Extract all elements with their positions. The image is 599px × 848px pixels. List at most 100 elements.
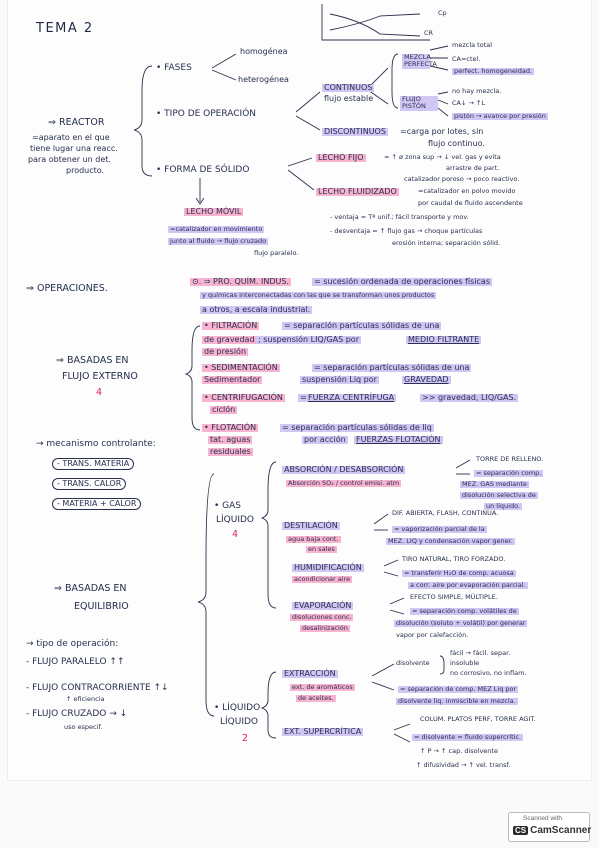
continuos-sub: flujo estable — [324, 94, 374, 103]
absorcion-r2: = separación comp. — [474, 469, 544, 477]
evaporacion-r4: vapor por calefacción. — [396, 631, 469, 639]
flujo-contracorriente-nota: ↑ eficiencia — [66, 695, 105, 703]
fases-homog: homogénea — [240, 47, 288, 56]
centrifugacion-eq: = — [298, 393, 309, 402]
equilibrio-label-2: EQUILIBRIO — [74, 601, 129, 612]
extraccion-disolvente: disolvente — [396, 659, 430, 667]
extraccion-sub-2: de aceites. — [296, 694, 336, 702]
lecho-movil-item-2: junto al fluido → flujo cruzado — [168, 237, 269, 245]
lecho-fluidizado-desventaja-2: erosión interna; separación sólid. — [392, 239, 501, 247]
lecho-fijo-item-2: arrastre de part. — [446, 164, 500, 172]
sedimentacion-line-1: = separación partículas sólidas de una — [312, 363, 472, 372]
absorcion-r3: MEZ. GAS mediante — [460, 480, 529, 488]
supercritica-label: EXT. SUPERCRÍTICA — [282, 727, 364, 736]
supercritica-r4: ↑ difusividad → ↑ vel. transf. — [416, 761, 511, 769]
flotacion-line-2: por acción — [302, 435, 348, 444]
filtracion-line-1: = separación partículas sólidas de una — [282, 321, 442, 330]
pro-quim-label: ⊙. ⇒ PRO. QUÍM. INDUS. — [190, 277, 291, 286]
mezcla-item-1: mezcla total — [452, 41, 493, 49]
extraccion-r2: disolvente liq. inmiscible en mezcla. — [396, 697, 518, 705]
destilacion-sub-2: en sales — [306, 545, 337, 553]
centrifugacion-ciclon: ciclón — [210, 405, 238, 414]
filtracion-medio: MEDIO FILTRANTE — [406, 335, 482, 344]
mecanismo-label: → mecanismo controlante: — [36, 439, 156, 449]
extraccion-d3: no corrosivo, no inflam. — [450, 669, 527, 677]
scanner-brand: CamScanner — [530, 825, 592, 836]
discontinuos-item-1: =carga por lotes, sin — [400, 127, 484, 136]
mezcla-item-2: CA=ctel. — [452, 55, 481, 63]
lecho-fijo-label: LECHO FIJO — [316, 153, 366, 162]
evaporacion-label: EVAPORACIÓN — [292, 601, 354, 610]
humidificacion-sub: acondicionar aire — [292, 575, 353, 583]
flujo-cruzado-nota: uso especif. — [64, 723, 103, 731]
externo-label-1: ⇒ BASADAS EN — [56, 355, 129, 366]
mecanismo-materia-calor: - MATERIA + CALOR — [52, 498, 142, 510]
pro-quim-item-1: = sucesión ordenada de operaciones físic… — [312, 277, 492, 286]
lecho-fluidizado-label: LECHO FLUIDIZADO — [316, 187, 399, 196]
extraccion-sub-1: ext. de aromáticos — [290, 683, 355, 691]
scanner-line-1: Scanned with — [523, 815, 563, 822]
piston-item-2: CA↓ → ↑L — [452, 99, 486, 107]
operaciones-label: ⇒ OPERACIONES. — [26, 283, 108, 294]
sedimentacion-gravedad: GRAVEDAD — [402, 375, 451, 384]
supercritica-r2: = disolvente = fluido supercrític. — [412, 733, 524, 741]
absorcion-sub: Absorción SO₂ / control emisi. atm — [286, 479, 402, 487]
destilacion-r2: = vaporización parcial de la — [392, 525, 487, 533]
fases-label: • FASES — [156, 63, 192, 73]
centrifugacion-fuerza: FUERZA CENTRÍFUGA — [306, 393, 397, 402]
gas-liquido-label-2: LÍQUIDO — [216, 515, 255, 525]
lecho-fluidizado-ventaja: - ventaja = Tª unif.; fácil transporte y… — [330, 213, 469, 221]
liq-liq-label-2: LÍQUIDO — [220, 717, 259, 727]
evaporacion-sub-1: disoluciones conc. — [290, 613, 354, 621]
evaporacion-r2: = separación comp. volátiles de — [410, 607, 519, 615]
lecho-fijo-item-3: catalizador poroso → poco reactivo. — [404, 175, 520, 183]
extraccion-label: EXTRACCIÓN — [282, 669, 338, 678]
destilacion-sub-1: agua baja cont. — [286, 535, 341, 543]
sedimentacion-label: • SEDIMENTACIÓN — [202, 363, 280, 372]
continuos-label: CONTINUOS — [322, 83, 375, 92]
lecho-fluidizado-item-1: =catalizador en polvo movido — [418, 187, 516, 195]
fases-heterog: heterogénea — [238, 75, 289, 84]
externo-label-2: FLUJO EXTERNO — [62, 371, 138, 382]
supercritica-r1: COLUM. PLATOS PERF, TORRE AGIT. — [420, 715, 536, 723]
flotacion-residuales: residuales — [208, 447, 253, 456]
centrifugacion-label: • CENTRIFUGACIÓN — [202, 393, 285, 402]
humidificacion-r1: TIRO NATURAL, TIRO FORZADO. — [402, 555, 506, 563]
humidificacion-label: HUMIDIFICACIÓN — [292, 563, 364, 572]
destilacion-label: DESTILACIÓN — [282, 521, 340, 530]
reactor-desc-2: tiene lugar una reacc. — [30, 144, 118, 153]
paper-sheet — [8, 0, 591, 780]
extraccion-d1: fácil → fácil. separ. — [450, 649, 511, 657]
reactor-label: ⇒ REACTOR — [48, 117, 105, 128]
graph-label-cr: CR — [424, 29, 434, 37]
filtracion-line-2: ; suspensión LIQ/GAS por — [256, 335, 361, 344]
flotacion-label: • FLOTACIÓN — [202, 423, 259, 432]
reactor-desc-4: producto. — [66, 166, 105, 175]
filtracion-presion: de presión — [202, 347, 249, 356]
absorcion-r4: disolución selectiva de — [460, 491, 538, 499]
gas-liquido-count: 4 — [232, 529, 239, 540]
destilacion-r3: MEZ. LIQ y condensación vapor gener. — [386, 537, 515, 545]
destilacion-r1: DIF. ABIERTA, FLASH, CONTINUA. — [392, 509, 499, 517]
mecanismo-trans-materia: - TRANS. MATERIA — [52, 458, 135, 470]
humidificacion-r3: a corr. aire por evaporación parcial. — [408, 581, 528, 589]
flujo-contracorriente: - FLUJO CONTRACORRIENTE ↑↓ — [26, 683, 169, 693]
pro-quim-item-2: y químicas interconectadas con las que s… — [200, 291, 437, 299]
flujo-paralelo: - FLUJO PARALELO ↑↑ — [26, 657, 125, 667]
forma-label: • FORMA DE SÓLIDO — [156, 165, 250, 175]
flotacion-line-1: = separación partículas sólidas de liq — [280, 423, 434, 432]
graph-label-cp: Cp — [438, 9, 447, 17]
flotacion-aguas: tat. aguas — [208, 435, 253, 444]
lecho-movil-item-1: =catalizador en movimiento — [168, 225, 265, 233]
page-title: TEMA 2 — [36, 21, 94, 36]
camscanner-logo-icon: CS — [513, 826, 529, 835]
mezcla-label: MEZCLA PERFECTA — [402, 53, 437, 69]
discontinuos-item-2: flujo continuo. — [428, 139, 485, 148]
reactor-desc-1: =aparato en el que — [32, 133, 110, 142]
tipo-operacion-label: → tipo de operación: — [26, 639, 119, 649]
sedimentacion-line-2: suspensión Liq por — [300, 375, 379, 384]
